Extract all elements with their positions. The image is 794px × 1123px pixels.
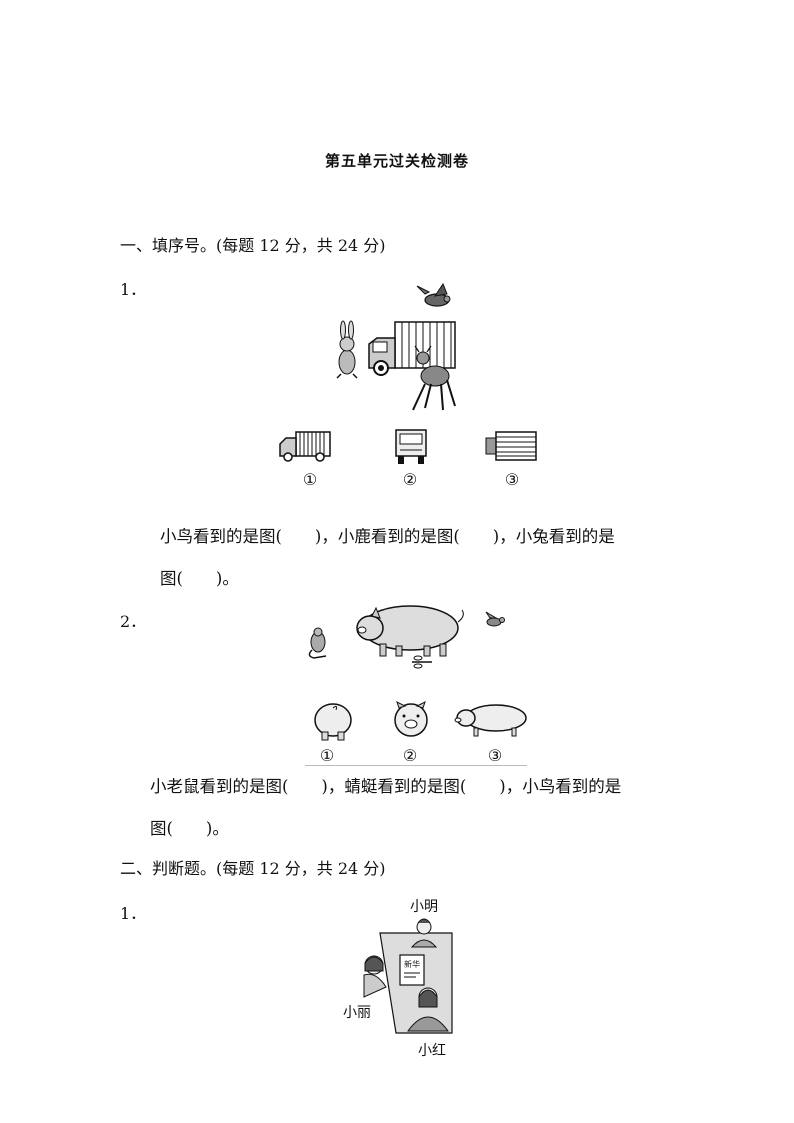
label-xiaoming: 小明 bbox=[410, 899, 438, 915]
pig-icon bbox=[356, 605, 464, 657]
section2-q1-number: 1． bbox=[120, 904, 147, 923]
q1-option-3-truck-top bbox=[485, 431, 537, 461]
label-xiaoli: 小丽 bbox=[343, 1005, 371, 1021]
q2-number: 2． bbox=[120, 612, 147, 631]
q1-option-1-label: ① bbox=[302, 470, 318, 489]
q2-option-1-pig-back bbox=[314, 703, 352, 741]
book-box-icon: 新华 bbox=[399, 954, 425, 986]
q2-option-3-pig-side bbox=[454, 704, 527, 737]
person-xiaohong-icon bbox=[407, 987, 449, 1032]
deer-icon bbox=[412, 345, 456, 411]
dragonfly-icon bbox=[412, 655, 432, 669]
q1-question-line2: 图( )。 bbox=[160, 569, 239, 588]
bird-icon bbox=[416, 282, 451, 307]
section2-heading: 二、判断题。(每题 12 分，共 24 分) bbox=[120, 859, 386, 878]
q2-option-3-label: ③ bbox=[487, 746, 503, 765]
q2-option-2-pig-front bbox=[394, 701, 428, 737]
q2-option-1-label: ① bbox=[319, 746, 335, 765]
page-title: 第五单元过关检测卷 bbox=[324, 152, 469, 170]
section1-heading: 一、填序号。(每题 12 分，共 24 分) bbox=[120, 236, 386, 255]
q2-scene-illustration bbox=[308, 605, 505, 669]
q1-option-2-label: ② bbox=[402, 470, 418, 489]
q2-question-line2: 图( )。 bbox=[150, 819, 229, 838]
q2-options-baseline bbox=[305, 765, 527, 766]
q2-option-2-label: ② bbox=[402, 746, 418, 765]
q1-number: 1． bbox=[120, 280, 147, 299]
q1-option-3-label: ③ bbox=[504, 470, 520, 489]
box-text: 新华 bbox=[404, 959, 420, 969]
rabbit-icon bbox=[336, 320, 358, 379]
q1-question-line1: 小鸟看到的是图( )，小鹿看到的是图( )，小兔看到的是 bbox=[160, 527, 615, 546]
mouse-icon bbox=[308, 627, 327, 659]
section2-q1-illustration: 新华 bbox=[363, 918, 453, 1034]
q2-question-line1: 小老鼠看到的是图( )，蜻蜓看到的是图( )，小鸟看到的是 bbox=[150, 777, 622, 796]
q1-scene-illustration bbox=[336, 282, 456, 411]
small-bird-icon bbox=[485, 611, 505, 627]
person-xiaoming-icon bbox=[410, 918, 438, 948]
label-xiaohong: 小红 bbox=[418, 1043, 446, 1059]
person-xiaoli-icon bbox=[363, 955, 387, 998]
q1-option-2-truck-front bbox=[395, 429, 427, 464]
q1-option-1-truck-side bbox=[279, 431, 331, 462]
